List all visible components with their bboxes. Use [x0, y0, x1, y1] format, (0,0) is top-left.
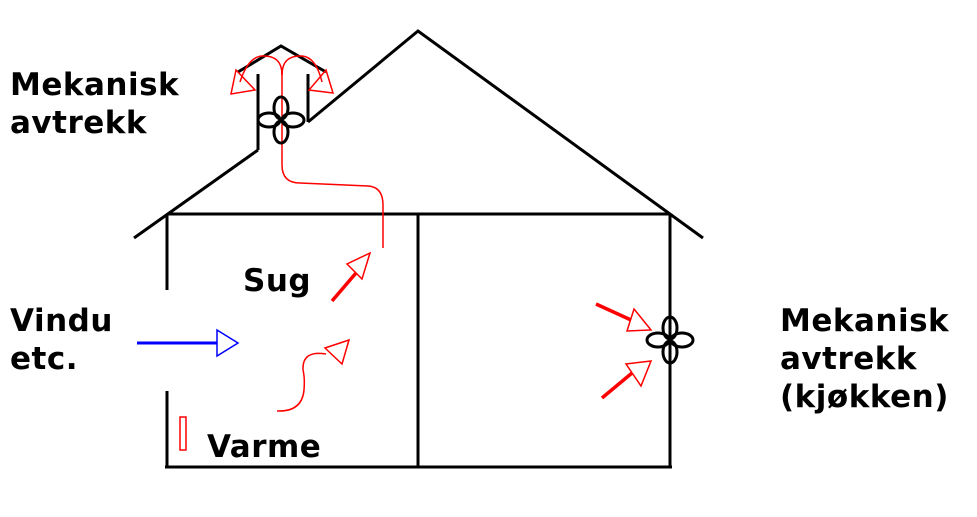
- kitchen-inflow-arrows: [595, 302, 653, 400]
- label-roof-exhaust: Mekanisk avtrekk: [10, 67, 180, 141]
- exhaust-duct-path: [281, 70, 384, 248]
- label-heat: Varme: [207, 429, 322, 465]
- exhaust-arrowhead-right: [307, 68, 335, 94]
- house-structure: [133, 29, 704, 469]
- label-kitchen-exhaust: Mekanisk avtrekk (kjøkken): [780, 303, 950, 415]
- fan-icon: [645, 315, 695, 365]
- window-inlet-arrow: [137, 328, 240, 358]
- roof-right: [307, 29, 704, 240]
- exhaust-arc-right: [281, 55, 323, 83]
- label-suction: Sug: [243, 263, 312, 299]
- roof-exhaust-airflow: [230, 55, 384, 248]
- exhaust-arrowhead-left: [230, 68, 257, 95]
- roof-left: [133, 148, 259, 240]
- exhaust-arc-left: [239, 55, 283, 83]
- suction-arrow: [330, 251, 372, 303]
- chimney-cap: [237, 44, 327, 74]
- heat-convection-arrow: [276, 338, 351, 412]
- fan-icon: [256, 95, 306, 145]
- heater-icon: [179, 416, 187, 451]
- label-window: Vindu etc.: [10, 303, 113, 377]
